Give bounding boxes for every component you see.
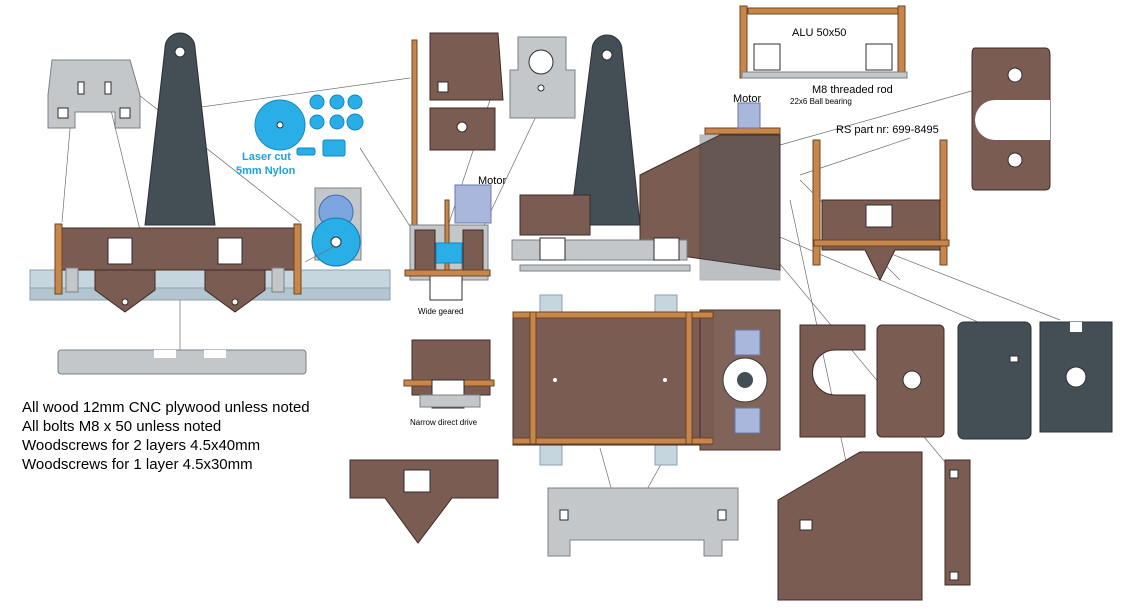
center-angled-plate: [639, 134, 781, 271]
alu-rod-assembly: ALU 50x50 M8 threaded rod 22x6 Ball bear…: [739, 5, 908, 106]
side-view-wide-geared: Motor Wide geared: [404, 32, 506, 316]
motor-label-left: Motor: [478, 175, 506, 187]
nylon-label: 5mm Nylon: [236, 165, 296, 177]
right-frame-assembly: [812, 139, 950, 282]
center-main-assembly: Motor: [511, 34, 781, 281]
note-bolts: All bolts M8 x 50 unless noted: [22, 418, 221, 435]
spacer-part: [57, 349, 307, 375]
ball-bearing-label: 22x6 Ball bearing: [790, 97, 852, 106]
motor-box: [454, 184, 492, 224]
bracket-left: [94, 269, 156, 313]
bottom-alu-plate: [547, 487, 739, 557]
narrow-direct-label: Narrow direct drive: [410, 418, 478, 427]
alu-label: ALU 50x50: [792, 27, 846, 39]
note-screws-2-layers: Woodscrews for 2 layers 4.5x40mm: [22, 437, 260, 454]
right-u-plate: [971, 47, 1051, 191]
strip-left: [54, 223, 63, 295]
top-alu-plate: [47, 59, 141, 129]
top-view-frame: [512, 294, 781, 466]
dark-arm-center: [569, 34, 641, 226]
plate-dark-2: [1039, 321, 1113, 433]
plate-dark-1: [957, 321, 1032, 440]
left-wide-assembly: [29, 32, 391, 375]
base-frame-plate: [54, 227, 301, 271]
laser-cut-label: Laser cut: [242, 151, 291, 163]
dark-upright-arm: [144, 32, 216, 226]
wide-geared-label: Wide geared: [418, 307, 463, 316]
bracket-right: [204, 269, 266, 313]
side-view-narrow-direct: Narrow direct drive: [403, 339, 495, 427]
bottom-left-plate: [349, 459, 499, 544]
bottom-right-strip-plate: [944, 459, 971, 586]
plate-round-wood: [876, 324, 945, 438]
build-notes: All wood 12mm CNC plywood unless noted A…: [22, 399, 310, 473]
bottom-right-trapezoid: [777, 451, 923, 601]
strip-right: [293, 223, 302, 295]
note-wood: All wood 12mm CNC plywood unless noted: [22, 399, 310, 416]
threaded-rod-label: M8 threaded rod: [812, 84, 893, 96]
plate-u-wood: [799, 324, 866, 438]
note-screws-1-layer: Woodscrews for 1 layer 4.5x30mm: [22, 456, 253, 473]
motor-top-box: [737, 102, 761, 129]
motor-label-top: Motor: [733, 93, 761, 105]
nylon-gears: Laser cut 5mm Nylon: [236, 94, 364, 177]
rs-part-label: RS part nr: 699-8495: [836, 124, 939, 136]
alu-motor-plate: [509, 36, 576, 119]
